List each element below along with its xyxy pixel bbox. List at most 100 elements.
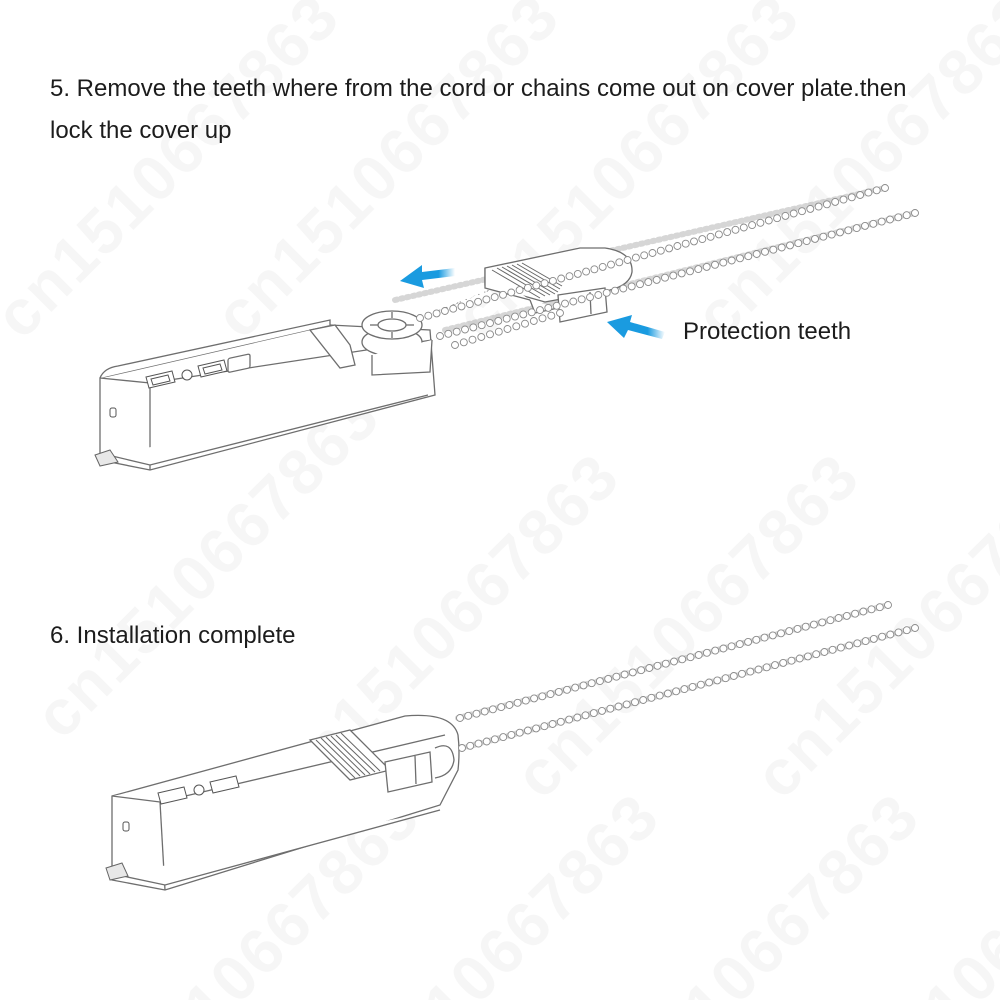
chain-bead [505, 701, 514, 709]
chain-bead [877, 217, 886, 226]
step-6-instruction: 6. Installation complete [50, 622, 296, 649]
chain-bead [869, 634, 878, 643]
chain-bead [661, 273, 669, 282]
chain-bead [721, 674, 730, 683]
step6-illustration [105, 602, 918, 891]
chain-bead [702, 648, 711, 657]
chain-bead [469, 323, 478, 332]
chain-bead [711, 260, 719, 269]
chain-bead [561, 299, 569, 308]
chain-bead [444, 329, 453, 338]
chain-bead [911, 209, 919, 217]
chain-bead [639, 696, 648, 704]
chain-beads [419, 289, 491, 319]
chain-bead [727, 642, 736, 651]
chain-bead [594, 291, 603, 299]
chain-bead [756, 218, 765, 227]
chain-bead [619, 284, 628, 293]
chain-bead [822, 200, 831, 209]
chain-bead [705, 678, 714, 687]
chain-bead [754, 665, 763, 674]
chain-bead [844, 226, 853, 235]
chain-bead [802, 237, 811, 246]
chain-bead [488, 705, 497, 714]
chain-bead [494, 327, 503, 336]
chain-bead [611, 286, 619, 295]
chain-bead [424, 311, 433, 320]
chain-bead [459, 338, 468, 347]
chain-bead [552, 301, 561, 310]
chain-bead [557, 274, 566, 283]
chain-bead [590, 265, 599, 274]
chain-bead [794, 239, 803, 248]
chain-bead [661, 659, 670, 668]
chain-bead [809, 620, 818, 629]
chain-bead [744, 252, 753, 261]
chain-bead [771, 661, 779, 670]
chain-bead [623, 256, 632, 264]
chain-bead [589, 709, 598, 718]
chain-bead [727, 256, 736, 265]
chain-bead [456, 714, 464, 722]
chain-bead [861, 637, 870, 646]
chain-bead [432, 309, 441, 318]
chain-bead [556, 717, 565, 726]
chain-bead [818, 618, 827, 627]
chain-bead [461, 325, 469, 334]
chain-bead [548, 276, 557, 285]
chain-bead [457, 302, 466, 311]
chain-bead [565, 715, 574, 724]
step-5-instruction: 5. Remove the teeth where from the cord … [50, 75, 907, 144]
chain-bead [490, 735, 499, 744]
chain-bead [845, 641, 854, 650]
chain-bead [547, 311, 556, 320]
chain-bead [738, 669, 746, 678]
chain-bead [834, 614, 843, 622]
chain-bead [656, 246, 665, 255]
chain-bead [614, 702, 623, 711]
chain-bead [706, 232, 715, 241]
chain-bead [698, 235, 707, 244]
chain-bead [465, 300, 474, 309]
chain-bead [511, 312, 519, 321]
chain-bead [436, 332, 444, 340]
chain-bead [713, 676, 722, 685]
ball-chain-icon [455, 602, 918, 751]
chain-bead [686, 267, 694, 276]
chain-bead [569, 297, 578, 306]
chain-bead [872, 186, 881, 195]
chain-bead [787, 656, 796, 665]
chain-bead [544, 303, 553, 312]
chain-bead [497, 703, 506, 712]
chain-bead [581, 711, 590, 720]
chain-bead [466, 741, 475, 750]
chain-bead [786, 241, 794, 250]
motor-body-assembled [111, 714, 460, 891]
chain-bead [536, 306, 544, 315]
chain-bead [507, 730, 516, 739]
chain-bead [836, 228, 844, 237]
usb-port-icon [122, 821, 130, 832]
chain-bead [490, 293, 499, 302]
chain-bead [886, 215, 894, 224]
chain-bead [795, 654, 804, 663]
chain-bead [631, 253, 640, 262]
chain-bead [604, 674, 613, 683]
chain-bead [519, 310, 528, 319]
chain-bead [494, 316, 503, 325]
chain-bead [884, 601, 892, 609]
chain-bead [647, 693, 656, 702]
chain-bead [513, 698, 522, 707]
chain-bead [546, 690, 555, 699]
chain-bead [847, 193, 856, 202]
chain-bead [602, 288, 611, 297]
chain-bead [627, 282, 636, 291]
chain-bead [440, 307, 449, 315]
chain-bead [538, 314, 547, 323]
chain-bead [785, 627, 794, 636]
chain-bead [640, 251, 649, 260]
mounting-clip [94, 449, 119, 467]
chain-bead [744, 637, 753, 646]
chain-bead [529, 317, 538, 325]
chain-bead [527, 308, 536, 317]
